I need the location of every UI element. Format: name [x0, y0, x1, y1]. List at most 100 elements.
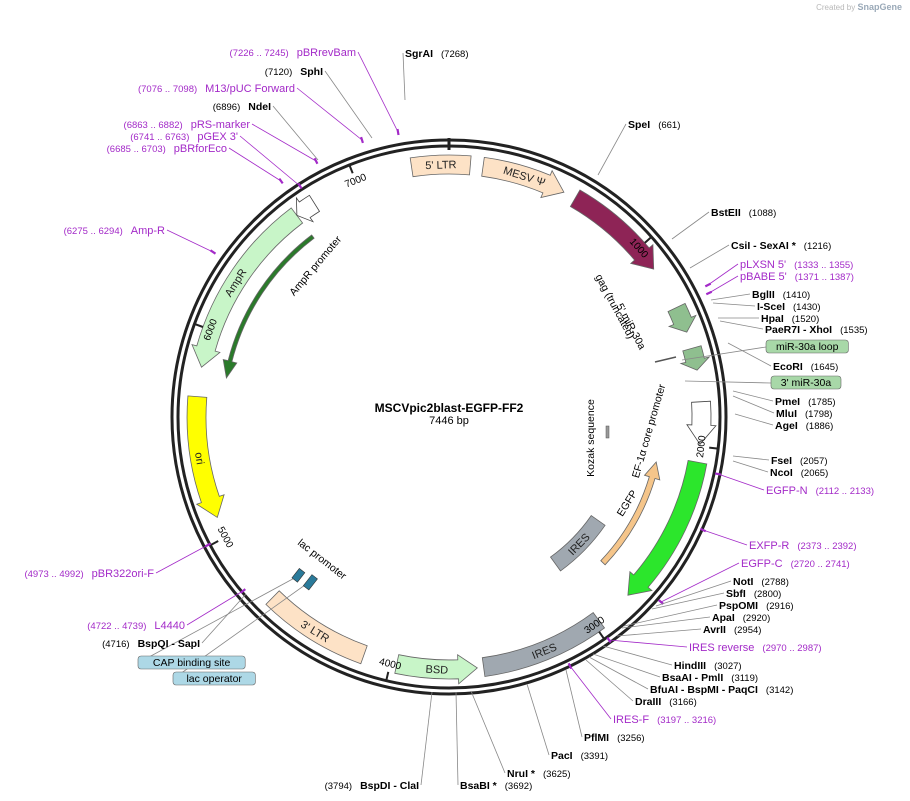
site-hpai[interactable]: HpaI(1520) — [761, 313, 819, 325]
site-label-text[interactable]: ApaI(2920) — [712, 612, 770, 624]
feature-bsd[interactable]: BSD — [394, 654, 478, 685]
label-box[interactable] — [770, 375, 842, 390]
primer-pbrrevbam[interactable]: (7226 .. 7245)pBRrevBam — [230, 47, 356, 59]
feature-ampr-promoter[interactable] — [295, 194, 321, 223]
site-label-text[interactable]: NruI *(3625) — [507, 768, 570, 780]
primer-exfp-r[interactable]: EXFP-R(2373 .. 2392) — [749, 540, 857, 552]
site-label-text[interactable]: HindIII(3027) — [674, 660, 742, 672]
site-pspomi[interactable]: PspOMI(2916) — [719, 600, 794, 612]
feature-ff2-luciferase-arrow[interactable] — [600, 461, 661, 566]
primer-ires-reverse[interactable]: IRES reverse(2970 .. 2987) — [689, 642, 822, 654]
site-csii-sexai[interactable]: CsiI - SexAI *(1216) — [731, 240, 831, 252]
site-pflmi[interactable]: PflMI(3256) — [584, 732, 645, 744]
boxed-label-cap-binding-site[interactable]: CAP binding site — [137, 655, 246, 670]
primer-pbabe-5[interactable]: pBABE 5'(1371 .. 1387) — [740, 271, 854, 283]
site-label-text[interactable]: BglII(1410) — [752, 289, 810, 301]
site-label-text[interactable]: PspOMI(2916) — [719, 600, 794, 612]
feature-ampr-primer-line-arrow[interactable] — [222, 234, 315, 380]
site-spei[interactable]: SpeI(661) — [628, 119, 680, 131]
site-label-text[interactable]: (3794)BspDI - ClaI — [325, 780, 419, 792]
feature-egfp-arrow[interactable] — [627, 460, 708, 596]
site-label-text[interactable]: (4973 .. 4992)pBR322ori-F — [24, 568, 154, 580]
site-bspdi-clai[interactable]: (3794)BspDI - ClaI — [325, 780, 419, 792]
site-label-text[interactable]: AvrII(2954) — [703, 624, 761, 636]
site-label-text[interactable]: EGFP-C(2720 .. 2741) — [741, 558, 850, 570]
primer-m13-puc-forward[interactable]: (7076 .. 7098)M13/pUC Forward — [138, 83, 295, 95]
primer-pbr322ori-f[interactable]: (4973 .. 4992)pBR322ori-F — [24, 568, 154, 580]
feature-gag-truncated-arrow[interactable] — [569, 189, 655, 270]
site-label-text[interactable]: (4722 .. 4739)L4440 — [87, 620, 185, 632]
primer-egfp-n[interactable]: EGFP-N(2112 .. 2133) — [766, 485, 874, 497]
feature-bsd-arrow[interactable] — [394, 654, 478, 685]
site-label-text[interactable]: SbfI(2800) — [726, 588, 781, 600]
feature-5-mir-30a[interactable] — [667, 302, 697, 333]
site-label-text[interactable]: EXFP-R(2373 .. 2392) — [749, 540, 857, 552]
site-label-text[interactable]: EcoRI(1645) — [773, 361, 838, 373]
site-label-text[interactable]: MluI(1798) — [776, 408, 832, 420]
feature-ires-inner[interactable]: IRES — [549, 515, 606, 572]
site-ndei[interactable]: (6896)NdeI — [213, 101, 271, 113]
primer-plxsn-5[interactable]: pLXSN 5'(1333 .. 1355) — [740, 259, 853, 271]
site-label-text[interactable]: CsiI - SexAI *(1216) — [731, 240, 831, 252]
feature-ampr-primer-line[interactable] — [222, 234, 315, 380]
site-label-text[interactable]: I-SceI(1430) — [757, 301, 820, 313]
site-label-text[interactable]: AgeI(1886) — [775, 420, 833, 432]
site-sbfi[interactable]: SbfI(2800) — [726, 588, 781, 600]
site-label-text[interactable]: BsaAI - PmlI(3119) — [662, 672, 758, 684]
site-label-text[interactable]: HpaI(1520) — [761, 313, 819, 325]
site-ecori[interactable]: EcoRI(1645) — [773, 361, 838, 373]
site-label-text[interactable]: IRES reverse(2970 .. 2987) — [689, 642, 822, 654]
site-sphi[interactable]: (7120)SphI — [265, 66, 323, 78]
label-box[interactable] — [137, 655, 246, 670]
site-label-text[interactable]: BsaBI *(3692) — [460, 780, 532, 792]
site-label-text[interactable]: BstEII(1088) — [711, 207, 776, 219]
site-apai[interactable]: ApaI(2920) — [712, 612, 770, 624]
site-mlui[interactable]: MluI(1798) — [776, 408, 832, 420]
site-draiii[interactable]: DraIII(3166) — [635, 696, 697, 708]
feature-mesv-arrow[interactable] — [481, 156, 565, 199]
site-label-text[interactable]: PmeI(1785) — [775, 396, 836, 408]
site-label-text[interactable]: PacI(3391) — [551, 750, 608, 762]
site-label-text[interactable]: NcoI(2065) — [770, 467, 828, 479]
site-label-text[interactable]: DraIII(3166) — [635, 696, 697, 708]
primer-pbrforeco[interactable]: (6685 .. 6703)pBRforEco — [107, 143, 227, 155]
site-ncoi[interactable]: NcoI(2065) — [770, 467, 828, 479]
site-label-text[interactable]: PaeR7I - XhoI(1535) — [765, 324, 868, 336]
primer-ires-f[interactable]: IRES-F(3197 .. 3216) — [613, 714, 716, 726]
site-fsei[interactable]: FseI(2057) — [771, 455, 827, 467]
feature-ef-1a-core-promoter[interactable] — [686, 400, 717, 445]
boxed-label-lac-operator[interactable]: lac operator — [172, 671, 256, 686]
site-label-text[interactable]: FseI(2057) — [771, 455, 827, 467]
feature-ires-right-arrow[interactable] — [481, 612, 606, 677]
feature-ampr-promoter-arrow[interactable] — [295, 194, 321, 223]
feature-mesv[interactable]: MESV Ψ — [481, 156, 565, 199]
site-bfuai-bspmi-paqci[interactable]: BfuAI - BspMI - PaqCI(3142) — [650, 684, 793, 696]
feature-egfp[interactable] — [627, 460, 708, 596]
site-label-text[interactable]: (6863 .. 6882)pRS-marker — [124, 119, 251, 131]
site-label-text[interactable]: PflMI(3256) — [584, 732, 645, 744]
feature-ori[interactable]: ori — [186, 395, 225, 519]
feature-5-ltr-arrow[interactable] — [409, 154, 472, 178]
feature-ires-right[interactable]: IRES — [481, 612, 606, 677]
site-label-text[interactable]: SpeI(661) — [628, 119, 680, 131]
primer-pgex-3[interactable]: (6741 .. 6763)pGEX 3' — [130, 131, 238, 143]
site-label-text[interactable]: (7226 .. 7245)pBRrevBam — [230, 47, 356, 59]
label-box[interactable] — [172, 671, 256, 686]
primer-amp-r[interactable]: (6275 .. 6294)Amp-R — [64, 225, 165, 237]
site-label-text[interactable]: pBABE 5'(1371 .. 1387) — [740, 271, 854, 283]
site-bsabi[interactable]: BsaBI *(3692) — [460, 780, 532, 792]
site-bsteii[interactable]: BstEII(1088) — [711, 207, 776, 219]
feature-5-ltr[interactable]: 5' LTR — [409, 154, 472, 178]
site-label-text[interactable]: IRES-F(3197 .. 3216) — [613, 714, 716, 726]
site-sgrai[interactable]: SgrAI(7268) — [405, 48, 468, 60]
site-label-text[interactable]: NotI(2788) — [733, 576, 789, 588]
feature-ires-inner-arrow[interactable] — [549, 515, 606, 572]
site-label-text[interactable]: (4716)BspQI - SapI — [102, 638, 200, 650]
feature-ef-1a-core-promoter-arrow[interactable] — [686, 400, 717, 445]
site-label-text[interactable]: (7076 .. 7098)M13/pUC Forward — [138, 83, 295, 95]
site-label-text[interactable]: (6741 .. 6763)pGEX 3' — [130, 131, 238, 143]
site-label-text[interactable]: SgrAI(7268) — [405, 48, 468, 60]
feature-ori-arrow[interactable] — [186, 395, 225, 519]
site-paci[interactable]: PacI(3391) — [551, 750, 608, 762]
site-label-text[interactable]: BfuAI - BspMI - PaqCI(3142) — [650, 684, 793, 696]
